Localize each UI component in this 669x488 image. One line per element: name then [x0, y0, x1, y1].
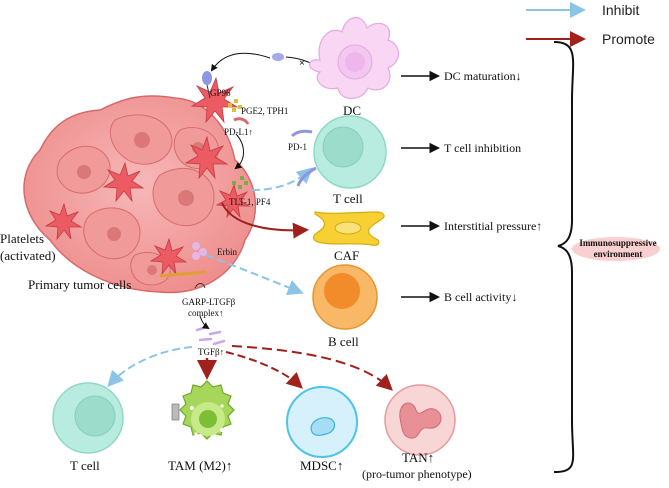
platelets-note: (activated)	[0, 248, 56, 263]
pd1-receptor	[290, 129, 313, 138]
tumor-mass	[23, 76, 257, 294]
pge2-pdl1-arrow	[234, 133, 244, 170]
platelet-3	[184, 135, 229, 180]
gp96-loop-arrow	[210, 52, 271, 72]
tumor-label: Primary tumor cells	[28, 277, 131, 292]
summary-brace	[553, 41, 575, 473]
molecule-erbin: Erbin	[192, 242, 237, 260]
mdsc-label: MDSC↑	[300, 458, 343, 473]
molecule-pdl1: PD-L1↑	[224, 117, 253, 137]
b-cell-label: B cell	[328, 334, 359, 349]
mdsc-cell: MDSC↑	[286, 386, 358, 473]
tgfb-mdsc-promote-arrow	[225, 351, 303, 389]
legend-promote-label: Promote	[602, 31, 655, 47]
tgfb-tan-promote-arrow	[231, 345, 393, 391]
tan-note: (pro-tumor phenotype)	[362, 467, 472, 481]
dc-label: DC	[343, 103, 361, 118]
outcome-b: B cell activity↓	[444, 290, 517, 304]
t-cell-top-label: T cell	[333, 191, 363, 206]
molecule-gp96: GP96	[202, 71, 231, 99]
molecule-tgfb: TGFβ↑	[195, 325, 226, 357]
caf-cell: CAF	[312, 211, 385, 263]
molecule-pge2: PGE2, TPH1	[228, 99, 288, 116]
summary-line1: Immunosuppressive	[579, 238, 656, 248]
tam-label: TAM (M2)↑	[168, 458, 232, 473]
svg-text:complex↑: complex↑	[188, 308, 224, 318]
tan-cell: TAN↑ (pro-tumor phenotype)	[362, 384, 472, 481]
svg-text:PD-L1↑: PD-L1↑	[224, 127, 253, 137]
garp-tgfb-arrow	[199, 315, 210, 330]
summary-line2: environment	[594, 249, 643, 259]
erbin-bcell-inhibit-arrow	[205, 254, 304, 295]
molecule-tlt1: TLT-1, PF4	[229, 176, 271, 207]
caf-label: CAF	[334, 248, 359, 263]
tumor-caf-promote-arrow	[221, 202, 309, 239]
t-cell-bottom: T cell	[52, 382, 124, 473]
outcome-caf: Interstitial pressure↑	[444, 219, 542, 233]
svg-text:×: ×	[299, 58, 305, 69]
outcome-dc: DC maturation↓	[444, 69, 522, 83]
legend-inhibit-label: Inhibit	[602, 2, 639, 18]
platelet-2	[102, 161, 145, 203]
pd1-label: PD-1	[288, 142, 307, 152]
outcomes: DC maturation↓ T cell inhibition Interst…	[401, 69, 542, 304]
svg-text:PGE2, TPH1: PGE2, TPH1	[241, 106, 288, 116]
svg-text:GARP-LTGFβ: GARP-LTGFβ	[182, 297, 236, 307]
tlt1-tcell-inhibit-arrow	[251, 167, 313, 191]
legend: Inhibit Promote	[526, 2, 655, 47]
platelet-6	[215, 183, 251, 219]
tam-cell: TAM (M2)↑	[168, 380, 235, 473]
b-cell: B cell	[312, 264, 378, 349]
dc-cell: DC	[308, 17, 400, 118]
svg-text:GP96: GP96	[210, 88, 231, 98]
t-cell-bottom-label: T cell	[70, 458, 100, 473]
platelets-label: Platelets	[0, 231, 44, 246]
platelet-4	[44, 202, 83, 241]
platelet-1	[190, 76, 239, 124]
summary: Immunosuppressive environment	[572, 237, 660, 261]
outcome-t: T cell inhibition	[444, 141, 521, 155]
t-cell-top: PD-1 T cell	[288, 115, 387, 206]
svg-text:TGFβ↑: TGFβ↑	[198, 347, 224, 357]
tan-label: TAN↑	[402, 450, 434, 465]
molecule-garp: GARP-LTGFβ complex↑	[159, 270, 236, 318]
svg-text:TLT-1, PF4: TLT-1, PF4	[229, 197, 271, 207]
svg-text:Erbin: Erbin	[217, 247, 237, 257]
tgfb-tcell-inhibit-arrow	[107, 346, 193, 387]
